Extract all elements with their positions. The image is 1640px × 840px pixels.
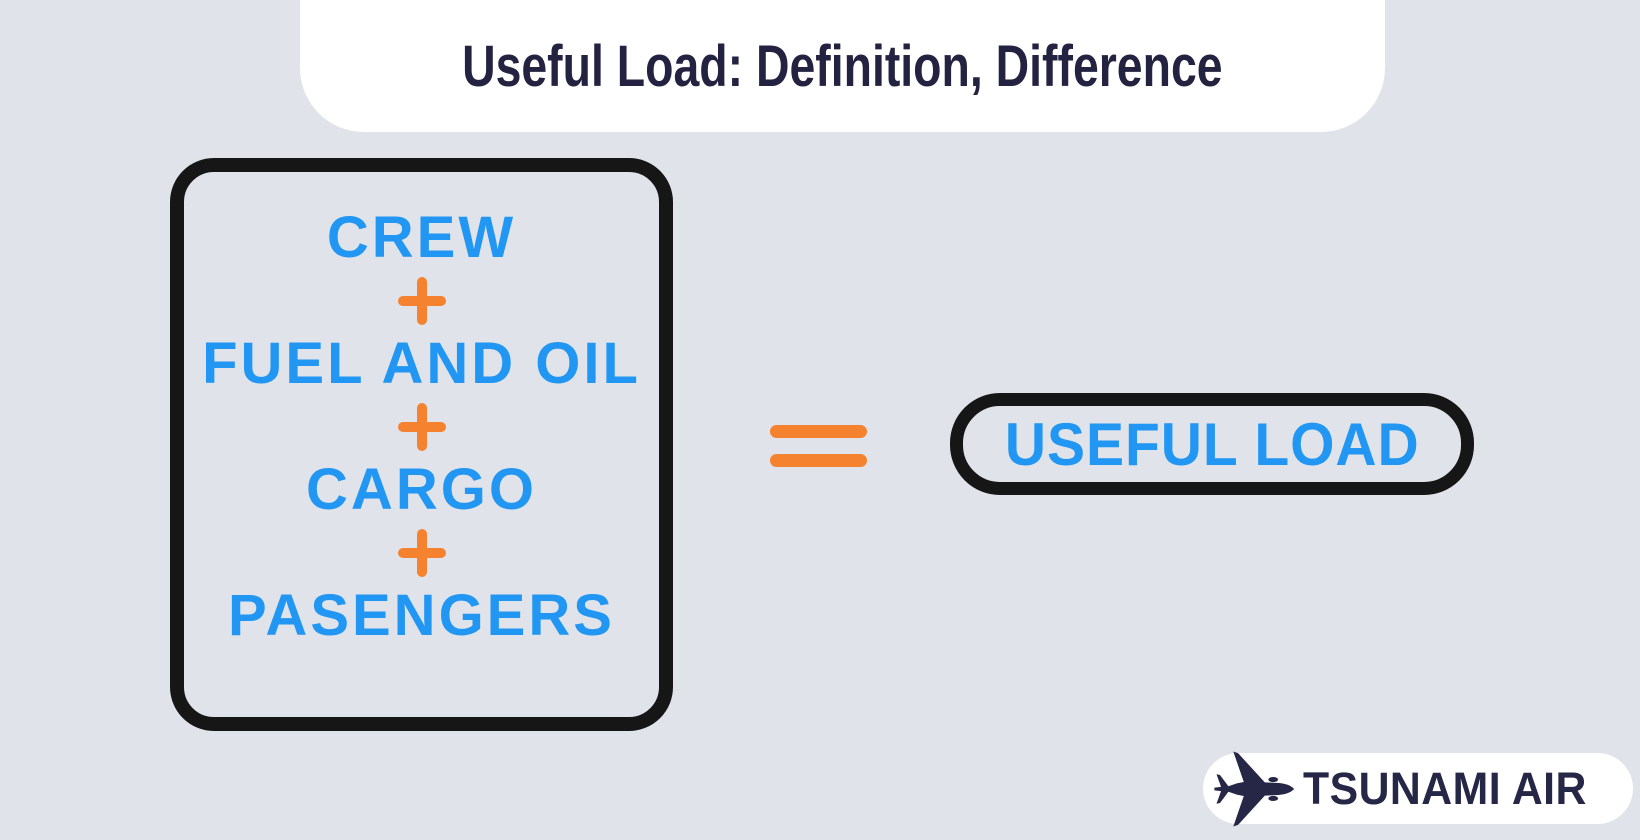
brand-name: TSUNAMI AIR [1303,762,1587,814]
term-cargo: CARGO [306,456,537,522]
equals-icon [770,425,867,467]
result-label: USEFUL LOAD [1004,410,1420,478]
components-box: CREW FUEL AND OIL CARGO PASENGERS [170,158,673,731]
term-fuel-and-oil: FUEL AND OIL [202,330,641,396]
airplane-icon [1214,751,1295,826]
plus-icon [397,276,446,325]
page-title-text: Useful Load: Definition, Difference [462,33,1223,99]
plus-icon-bar [416,528,427,577]
title-banner: Useful Load: Definition, Difference [300,0,1385,132]
equals-icon-bar [770,454,867,467]
equals-icon-bar [770,425,867,438]
plus-icon [397,528,446,577]
page-title: Useful Load: Definition, Difference [367,33,1318,100]
brand-logo: TSUNAMI AIR [1203,751,1633,826]
plus-icon-bar [416,276,427,325]
plus-icon-bar [416,402,427,451]
term-passengers: PASENGERS [228,582,615,648]
term-crew: CREW [326,204,517,270]
result-box: USEFUL LOAD [950,393,1474,495]
plus-icon [397,402,446,451]
